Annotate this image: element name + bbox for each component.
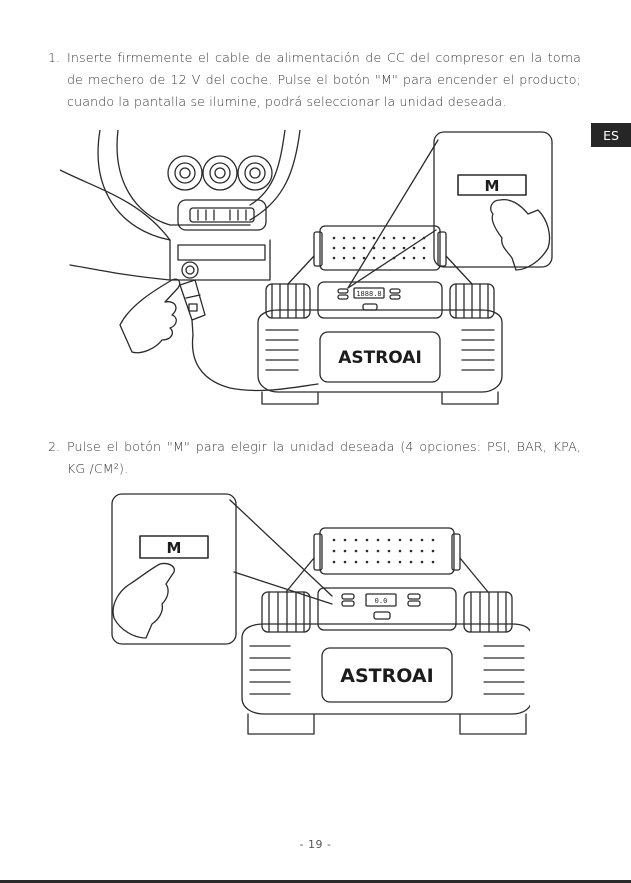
illustration-car-socket-compressor: M 1888.8 ASTR	[60, 130, 580, 422]
brand-logo: ASTROAI	[338, 348, 422, 368]
dc-plug-and-cable	[179, 279, 319, 392]
step-text: Pulse el botón "M" para elegir la unidad…	[67, 439, 581, 476]
language-tab: ES	[591, 123, 631, 147]
m-button-label: M	[485, 177, 500, 195]
step-text: Inserte firmemente el cable de alimentac…	[67, 50, 581, 109]
display-readout: 0.0	[375, 597, 388, 605]
display-readout: 1888.8	[356, 290, 381, 298]
bottom-divider	[0, 880, 631, 883]
hand-left-drawing	[119, 278, 181, 354]
instruction-step-1: 1. Inserte firmemente el cable de alimen…	[48, 47, 581, 113]
compressor-drawing: 1888.8 ASTROAI	[257, 225, 503, 405]
step-number: 2.	[48, 439, 61, 454]
m-button-label: M	[167, 539, 182, 557]
illustration-unit-select: M 0.0 ASTROAI	[100, 492, 530, 760]
brand-logo: ASTROAI	[340, 665, 433, 687]
compressor-drawing: 0.0 ASTROAI	[241, 527, 530, 735]
instruction-step-2: 2. Pulse el botón "M" para elegir la uni…	[48, 436, 581, 480]
car-dashboard-drawing	[60, 130, 301, 281]
page-number: - 19 -	[299, 838, 332, 851]
step-number: 1.	[48, 50, 61, 65]
button-callout: M	[111, 493, 333, 645]
button-callout: M	[347, 131, 553, 289]
